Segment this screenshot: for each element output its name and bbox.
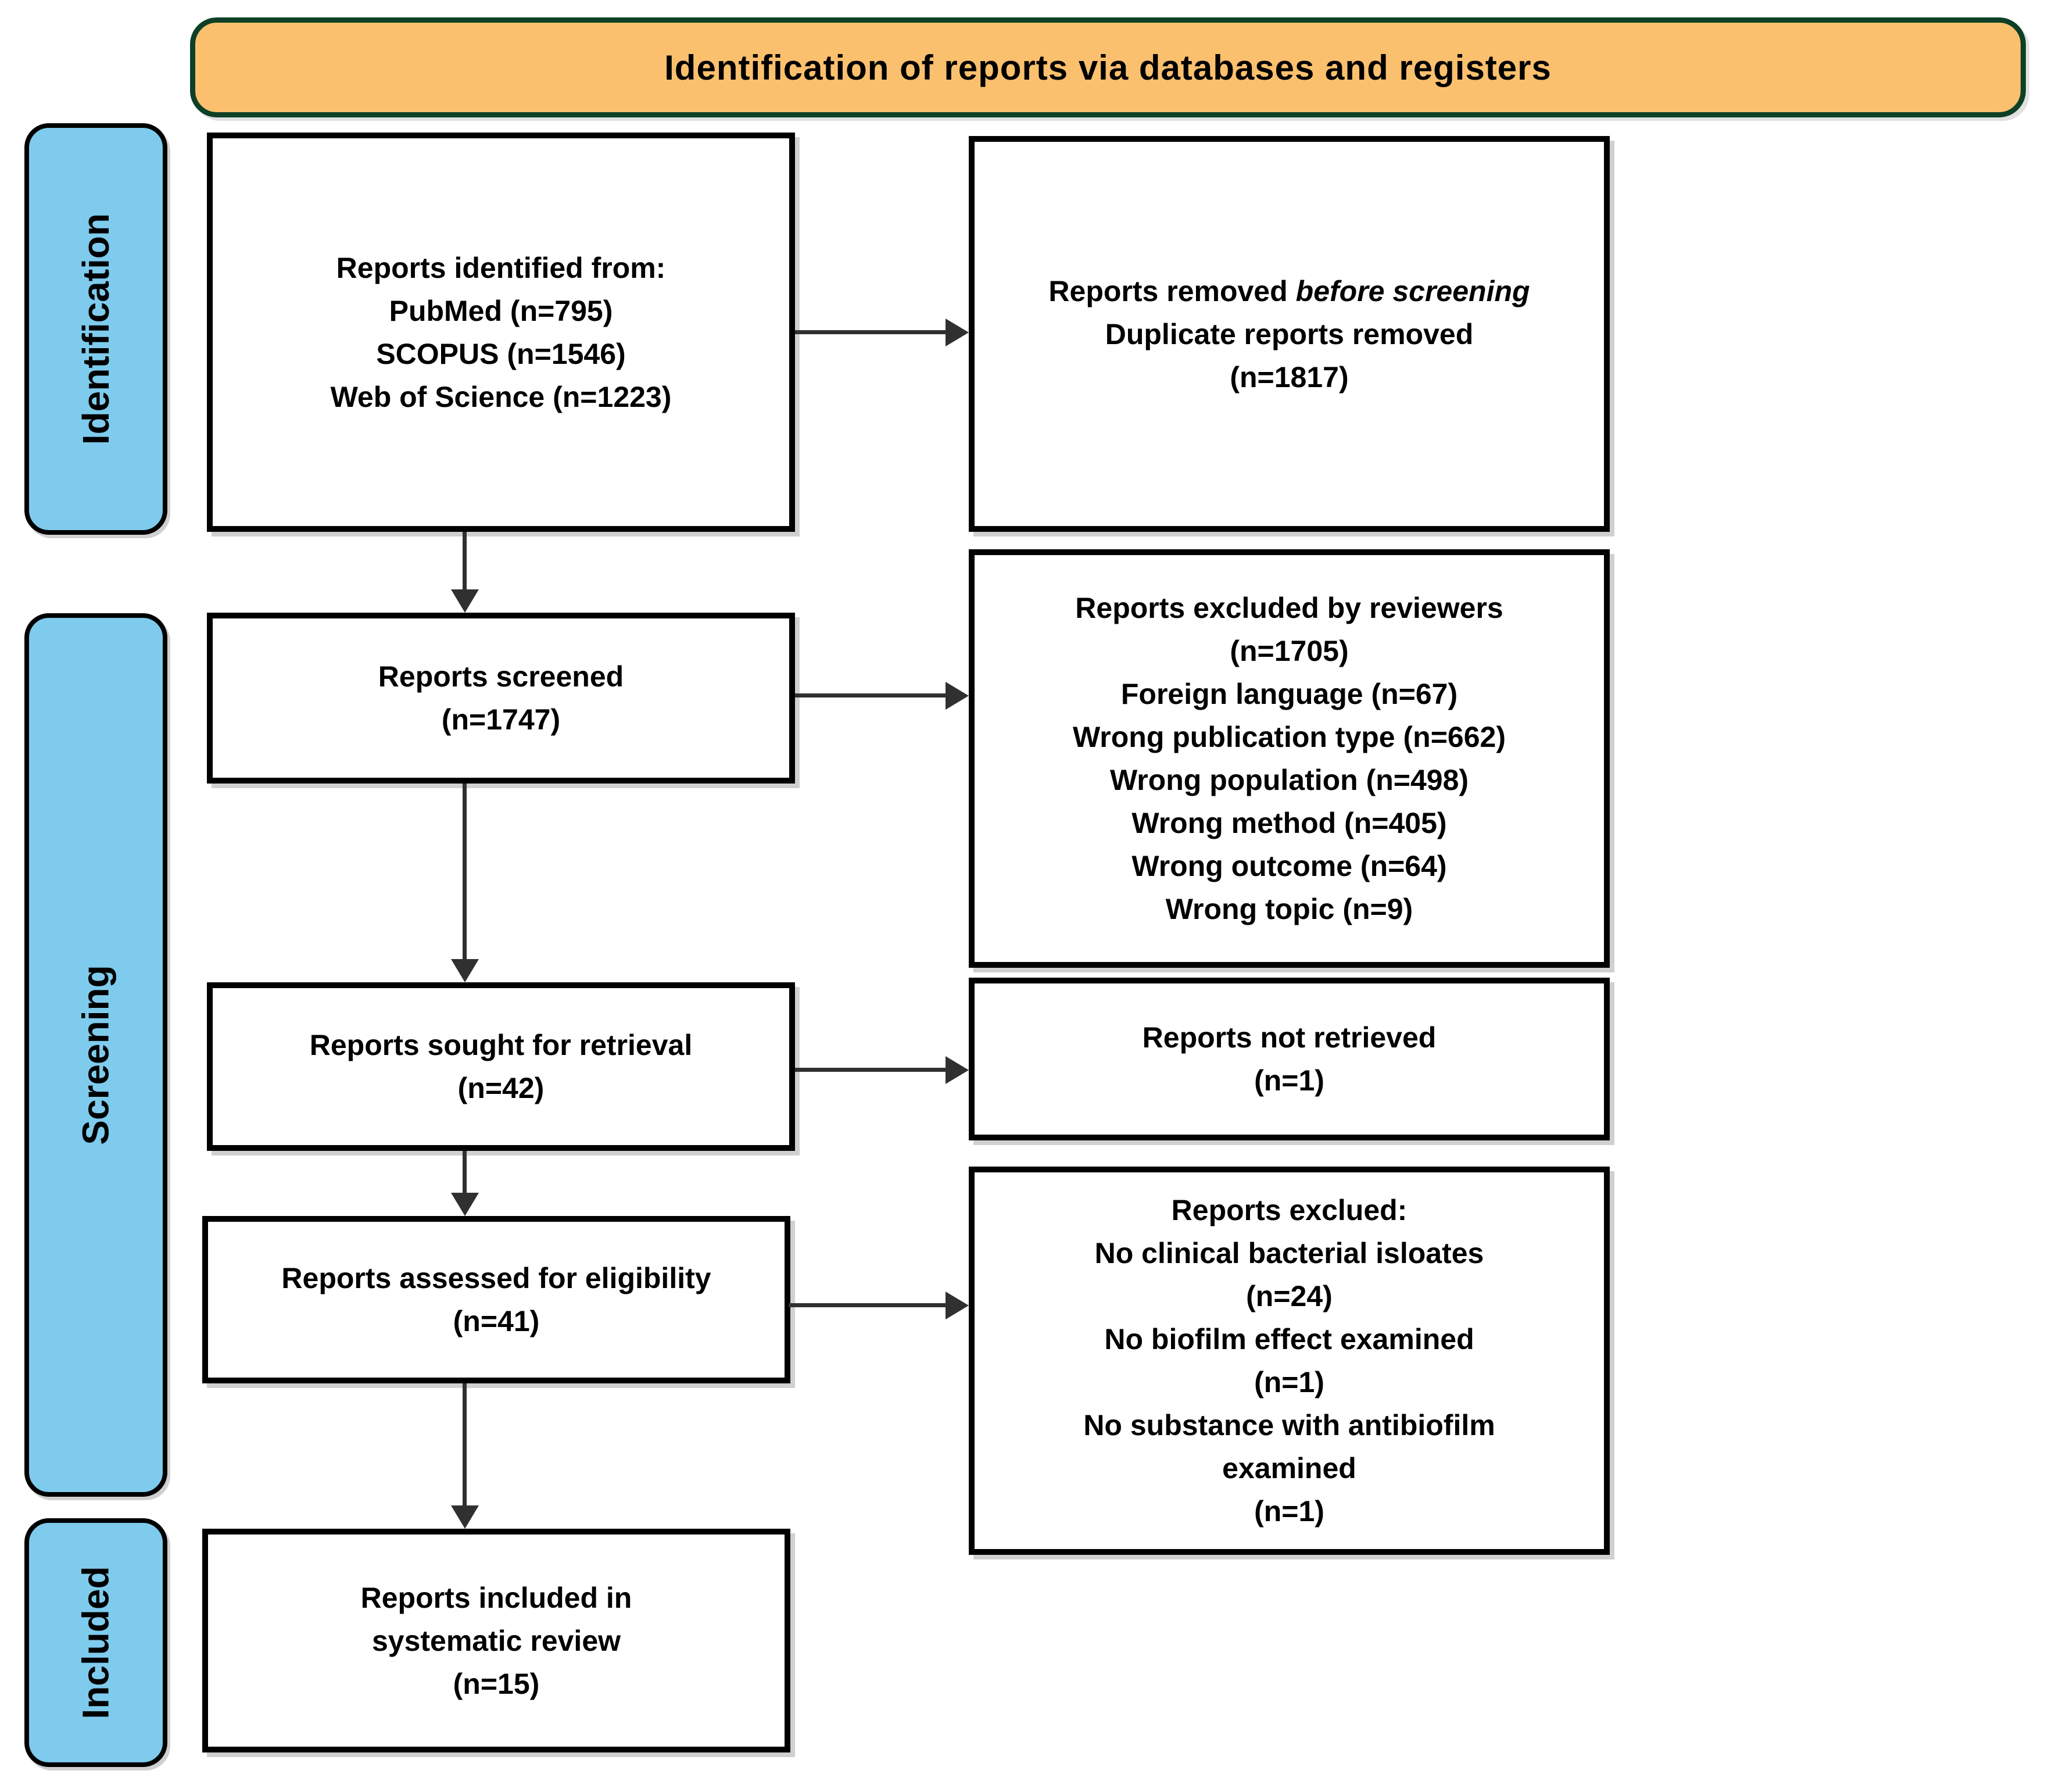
banner: Identification of reports via databases …	[190, 17, 2026, 117]
box-line: systematic review	[371, 1624, 621, 1657]
box-line: Reports excluded by reviewers	[1075, 592, 1503, 624]
box-line: No clinical bacterial isloates	[1094, 1237, 1484, 1269]
box-line: (n=1747)	[441, 703, 561, 736]
stage-label-identification-text: Identification	[75, 213, 117, 445]
box-line: (n=42)	[457, 1072, 545, 1104]
box-line: examined	[1222, 1452, 1356, 1485]
stage-label-screening-text: Screening	[75, 965, 117, 1145]
box-reports-excluded-by-reviewers: Reports excluded by reviewers (n=1705) F…	[969, 549, 1610, 968]
box-reports-sought-for-retrieval: Reports sought for retrieval (n=42)	[207, 982, 795, 1151]
box-line: (n=1)	[1254, 1495, 1324, 1528]
box-reports-identified: Reports identified from: PubMed (n=795) …	[207, 133, 795, 532]
box-line: PubMed (n=795)	[389, 294, 613, 327]
box-reports-excluded-eligibility: Reports exclued: No clinical bacterial i…	[969, 1167, 1610, 1555]
box-line: (n=15)	[453, 1667, 540, 1700]
box-line: (n=41)	[453, 1305, 540, 1337]
box-line: Wrong topic (n=9)	[1165, 893, 1413, 925]
banner-title: Identification of reports via databases …	[664, 48, 1552, 87]
box-line: Reports exclued:	[1171, 1194, 1408, 1226]
box-line: (n=24)	[1246, 1280, 1333, 1312]
stage-label-included-text: Included	[75, 1566, 117, 1719]
box-line: Duplicate reports removed	[1105, 317, 1474, 350]
box-line: Reports assessed for eligibility	[281, 1262, 711, 1294]
box-reports-included: Reports included in systematic review (n…	[202, 1529, 790, 1752]
box-line: SCOPUS (n=1546)	[376, 337, 626, 370]
box-line: Reports identified from:	[336, 251, 666, 284]
stage-label-identification: Identification	[24, 123, 167, 535]
box-line: Reports screened	[378, 660, 624, 693]
box-line: Wrong publication type (n=662)	[1073, 721, 1506, 753]
box-line: Reports sought for retrieval	[309, 1029, 693, 1061]
box-line: (n=1705)	[1230, 635, 1349, 667]
box-line: Wrong population (n=498)	[1109, 764, 1469, 796]
box-line: Web of Science (n=1223)	[330, 380, 672, 413]
box-line: No substance with antibiofilm	[1083, 1409, 1495, 1442]
box-reports-not-retrieved: Reports not retrieved (n=1)	[969, 978, 1610, 1140]
box-line: (n=1817)	[1230, 360, 1349, 394]
box-line: Reports not retrieved	[1142, 1021, 1437, 1054]
italic-phrase: before screening	[1295, 274, 1530, 307]
box-line: Foreign language (n=67)	[1120, 678, 1458, 710]
box-line: (n=1)	[1254, 1064, 1324, 1097]
box-line: No biofilm effect examined	[1104, 1323, 1474, 1355]
box-line: Wrong method (n=405)	[1131, 807, 1447, 839]
box-line: Reports included in	[360, 1581, 632, 1614]
box-line: Wrong outcome (n=64)	[1131, 850, 1447, 882]
box-reports-assessed-for-eligibility: Reports assessed for eligibility (n=41)	[202, 1216, 790, 1383]
stage-label-screening: Screening	[24, 613, 167, 1497]
box-reports-screened: Reports screened (n=1747)	[207, 613, 795, 784]
stage-label-included: Included	[24, 1518, 167, 1767]
box-line: (n=1)	[1254, 1366, 1324, 1398]
